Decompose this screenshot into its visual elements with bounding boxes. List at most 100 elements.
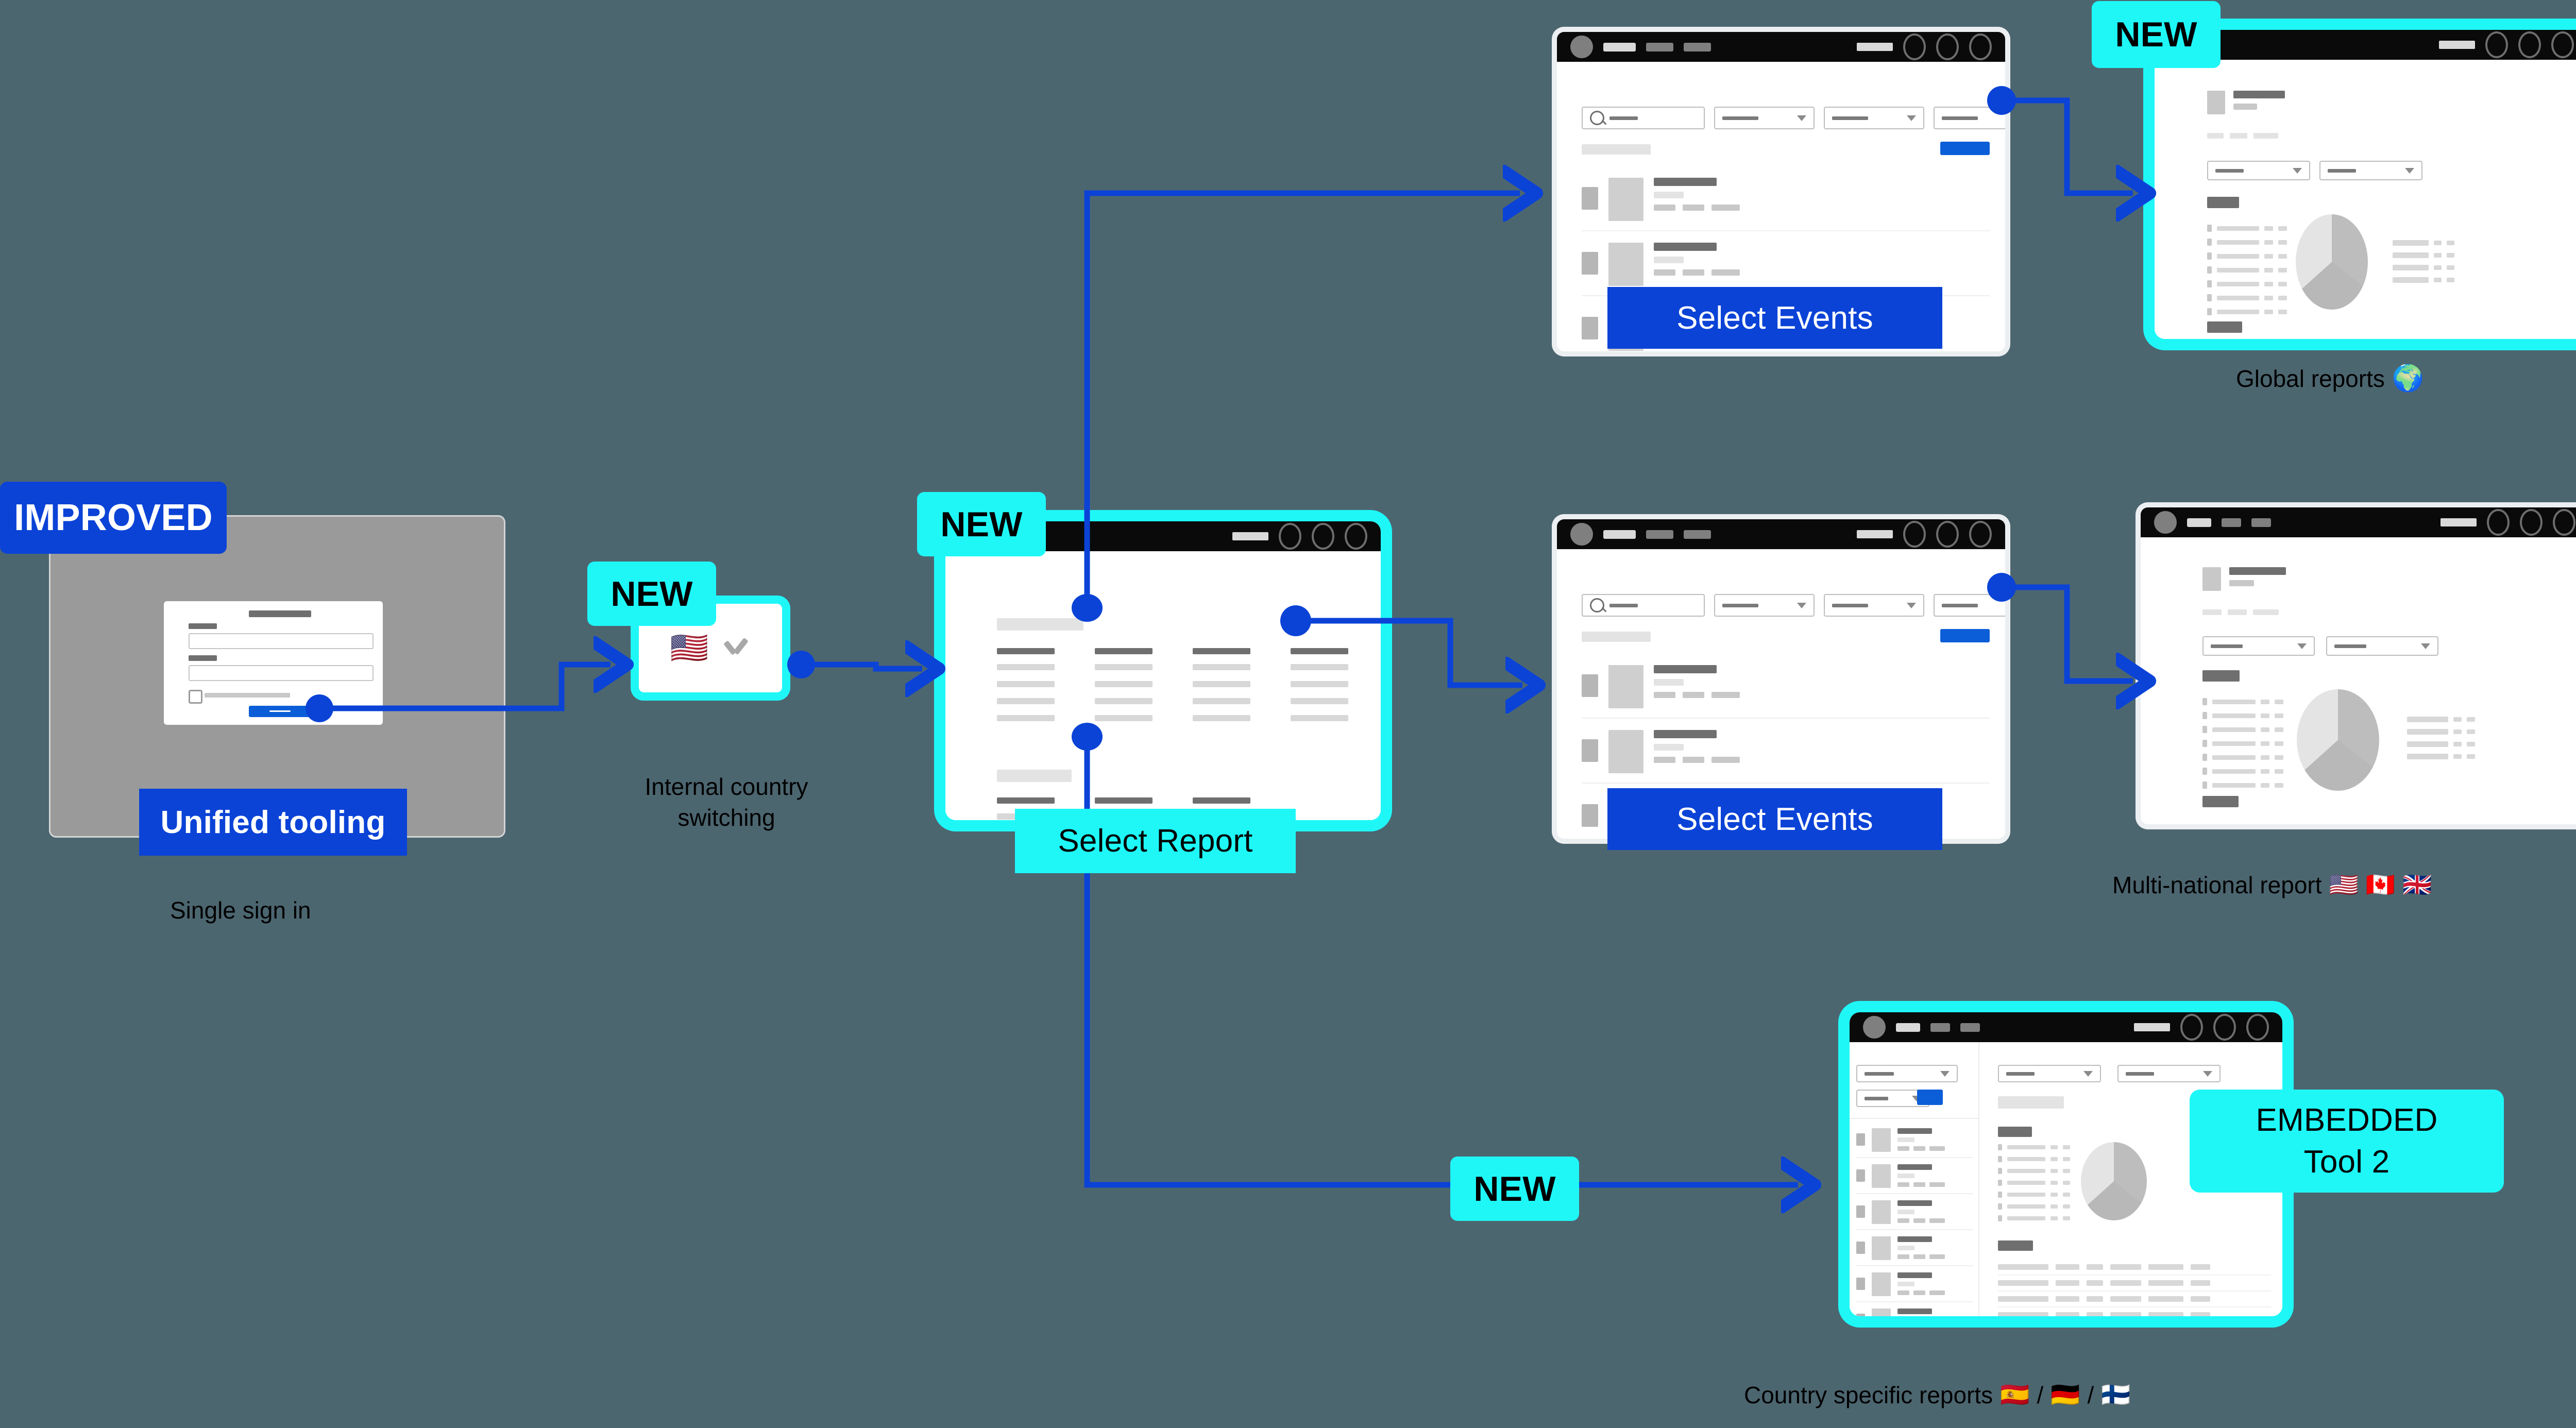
window-restore-icon[interactable] xyxy=(2487,509,2510,536)
list-item[interactable] xyxy=(1582,231,1990,296)
sign-in-button[interactable] xyxy=(249,706,311,717)
window-maximize-icon[interactable] xyxy=(1936,521,1959,548)
caption-global-reports-text: Global reports xyxy=(2236,365,2385,392)
window-maximize-icon[interactable] xyxy=(2213,1014,2236,1041)
window-restore-icon[interactable] xyxy=(1279,523,1301,550)
row-checkbox[interactable] xyxy=(1856,1133,1865,1146)
multinational-report-window[interactable] xyxy=(2141,507,2576,824)
report-column[interactable] xyxy=(997,648,1055,721)
list-item[interactable] xyxy=(1856,1266,1973,1302)
list-item[interactable] xyxy=(1856,1158,1973,1194)
report-filter-2[interactable] xyxy=(2319,161,2422,180)
window-close-icon[interactable] xyxy=(2553,509,2575,536)
report-column[interactable] xyxy=(1291,648,1348,721)
list-item[interactable] xyxy=(1856,1122,1973,1158)
row-checkbox[interactable] xyxy=(1856,1278,1865,1290)
events-primary-action-button[interactable] xyxy=(1940,142,1990,155)
window-minimize-icon[interactable] xyxy=(1232,532,1268,540)
report-table xyxy=(2202,819,2573,824)
window-restore-icon[interactable] xyxy=(2485,31,2508,58)
nav-pill[interactable] xyxy=(1684,42,1711,52)
sidebar-apply-button[interactable] xyxy=(1917,1090,1943,1105)
row-checkbox[interactable] xyxy=(1856,1242,1865,1254)
password-label-skeleton xyxy=(189,655,217,661)
window-minimize-icon[interactable] xyxy=(2439,41,2475,49)
list-item[interactable] xyxy=(1856,1302,1973,1316)
nav-pill[interactable] xyxy=(2187,518,2211,527)
select-report-window[interactable] xyxy=(945,521,1381,820)
window-restore-icon[interactable] xyxy=(1903,33,1926,60)
email-field[interactable] xyxy=(189,633,374,649)
search-input[interactable] xyxy=(1582,107,1705,129)
list-item[interactable] xyxy=(1856,1194,1973,1230)
nav-pill[interactable] xyxy=(1896,1023,1920,1032)
window-close-icon[interactable] xyxy=(1969,521,1992,548)
sidebar-filter-1[interactable] xyxy=(1856,1065,1958,1082)
window-close-icon[interactable] xyxy=(2246,1014,2269,1041)
embedded-filter-1[interactable] xyxy=(1998,1065,2101,1082)
row-checkbox[interactable] xyxy=(1582,317,1598,339)
password-field[interactable] xyxy=(189,665,374,681)
filter-select-1[interactable] xyxy=(1714,594,1815,617)
window-close-icon[interactable] xyxy=(1345,523,1367,550)
row-checkbox[interactable] xyxy=(1856,1205,1865,1218)
de-flag-icon: 🇩🇪 xyxy=(2050,1381,2080,1408)
row-checkbox[interactable] xyxy=(1582,187,1598,210)
window-maximize-icon[interactable] xyxy=(1312,523,1334,550)
row-thumbnail xyxy=(1872,1128,1891,1152)
row-checkbox[interactable] xyxy=(1582,804,1598,827)
filter-select-2[interactable] xyxy=(1824,107,1924,129)
nav-pill[interactable] xyxy=(1960,1023,1980,1032)
filter-select-1[interactable] xyxy=(1714,107,1815,129)
row-checkbox[interactable] xyxy=(1582,739,1598,762)
badge-unified-tooling: Unified tooling xyxy=(139,789,407,856)
chevron-down-icon xyxy=(1797,115,1806,121)
list-item[interactable] xyxy=(1582,719,1990,784)
window-restore-icon[interactable] xyxy=(2180,1014,2203,1041)
row-checkbox[interactable] xyxy=(1856,1169,1865,1182)
window-maximize-icon[interactable] xyxy=(2520,509,2543,536)
report-section-2-heading xyxy=(997,770,1072,782)
nav-pill[interactable] xyxy=(1646,42,1673,52)
nav-pill[interactable] xyxy=(1603,42,1636,52)
report-column[interactable] xyxy=(1095,648,1153,721)
filter-select-3[interactable] xyxy=(1934,107,2005,129)
window-maximize-icon[interactable] xyxy=(1936,33,1959,60)
list-item[interactable] xyxy=(1856,1230,1973,1266)
window-close-icon[interactable] xyxy=(2551,31,2574,58)
window-close-icon[interactable] xyxy=(1969,33,1992,60)
remember-me-checkbox[interactable] xyxy=(189,690,202,704)
report-filter-1[interactable] xyxy=(2202,636,2315,656)
window-minimize-icon[interactable] xyxy=(1857,530,1893,538)
window-restore-icon[interactable] xyxy=(1903,521,1926,548)
filter-select-3[interactable] xyxy=(1934,594,2005,617)
global-reports-window[interactable] xyxy=(2155,30,2576,339)
nav-pill[interactable] xyxy=(2251,518,2271,527)
nav-pill[interactable] xyxy=(1603,530,1636,539)
row-checkbox[interactable] xyxy=(1856,1314,1865,1316)
search-input[interactable] xyxy=(1582,594,1705,617)
events-primary-action-button[interactable] xyxy=(1940,629,1990,642)
embedded-filter-2[interactable] xyxy=(2117,1065,2221,1082)
nav-pill[interactable] xyxy=(1646,530,1673,539)
window-minimize-icon[interactable] xyxy=(1857,43,1893,51)
list-item[interactable] xyxy=(1582,654,1990,719)
badge-new-report: NEW xyxy=(917,492,1046,556)
window-maximize-icon[interactable] xyxy=(2518,31,2541,58)
globe-icon: 🌍 xyxy=(2392,364,2425,393)
badge-new-country: NEW xyxy=(587,562,716,626)
nav-pill[interactable] xyxy=(1684,530,1711,539)
row-checkbox[interactable] xyxy=(1582,252,1598,275)
report-filter-1[interactable] xyxy=(2207,161,2310,180)
list-item[interactable] xyxy=(1582,166,1990,231)
nav-pill[interactable] xyxy=(2222,518,2241,527)
row-checkbox[interactable] xyxy=(1582,674,1598,697)
window-minimize-icon[interactable] xyxy=(2441,518,2477,526)
row-thumbnail xyxy=(1872,1200,1891,1224)
embedded-filters xyxy=(1998,1065,2221,1082)
filter-select-2[interactable] xyxy=(1824,594,1924,617)
report-filter-2[interactable] xyxy=(2326,636,2438,656)
report-column[interactable] xyxy=(1193,648,1250,721)
window-minimize-icon[interactable] xyxy=(2134,1023,2170,1031)
nav-pill[interactable] xyxy=(1930,1023,1950,1032)
